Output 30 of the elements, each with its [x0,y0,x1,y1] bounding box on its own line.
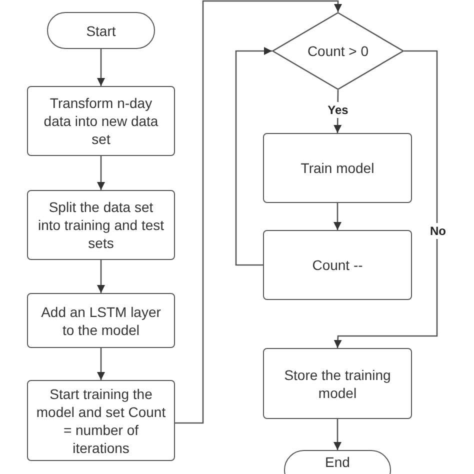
node-text: Train model [300,159,374,177]
arrow [97,156,105,190]
node-text: Count -- [312,256,363,274]
arrow [175,0,342,424]
process-box [27,190,175,260]
process-box [263,133,412,203]
node-text: End [325,453,350,471]
node-text: Split the data set into training and test sets [36,198,166,252]
node-text: Store the training model [283,366,392,402]
node-text: Start training the model and set Count = number of iterations [36,384,166,456]
node-text: Transform n-day data into new data set [42,94,160,148]
arrow [97,49,105,86]
process-box [27,380,175,461]
arrow [334,203,342,230]
arrow [97,348,105,380]
process-box [27,293,175,348]
decision-diamond [272,12,404,90]
process-box [263,348,412,419]
edge-label: No [428,223,448,239]
edge-label: Yes [326,102,350,118]
arrow [334,50,438,348]
arrow [334,419,342,450]
node-text: Add an LSTM layer to the model [40,302,162,338]
terminal-shape [47,12,155,49]
node-text: Count > 0 [307,42,369,60]
process-box [27,86,175,156]
arrow [235,47,272,266]
node-text: Start [86,22,116,40]
process-box [263,230,412,300]
arrow [97,260,105,293]
